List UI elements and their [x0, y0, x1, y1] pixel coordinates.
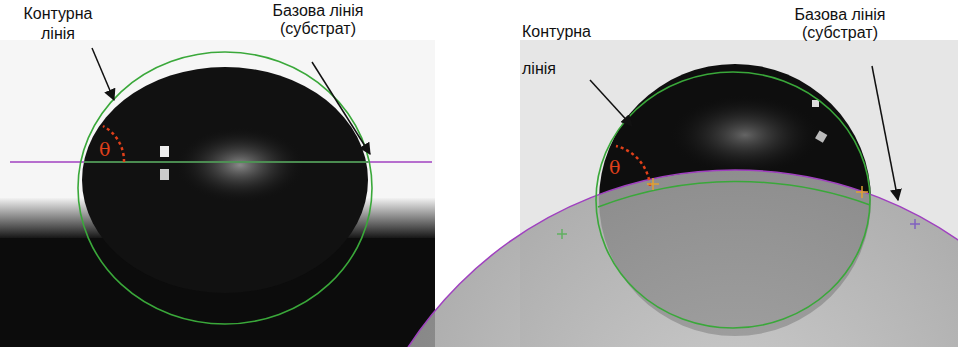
- leader-line: [92, 48, 114, 100]
- baseline-label: Базова лінія (субстрат): [790, 6, 890, 43]
- baseline-label: Базова лінія (субстрат): [268, 2, 368, 39]
- baseline: [345, 170, 958, 347]
- contour-label: Контурна лінія: [522, 14, 612, 88]
- contour-circle: [596, 72, 870, 328]
- left-photo: [0, 40, 435, 347]
- leader-line: [872, 66, 898, 200]
- contour-circle: [78, 52, 372, 324]
- leader-line: [590, 80, 632, 126]
- leader-line: [312, 62, 370, 154]
- marker-cross: [910, 219, 920, 229]
- sphere-substrate: [345, 170, 958, 347]
- angle-symbol: θ: [99, 140, 110, 159]
- contour-label: Контурна лінія: [8, 4, 108, 44]
- angle-arc: [616, 146, 650, 186]
- angle-symbol: θ: [609, 158, 620, 177]
- marker-cross: [557, 229, 567, 239]
- right-photo: [345, 40, 958, 347]
- marker-cross: [647, 178, 868, 198]
- droplet: [82, 67, 368, 293]
